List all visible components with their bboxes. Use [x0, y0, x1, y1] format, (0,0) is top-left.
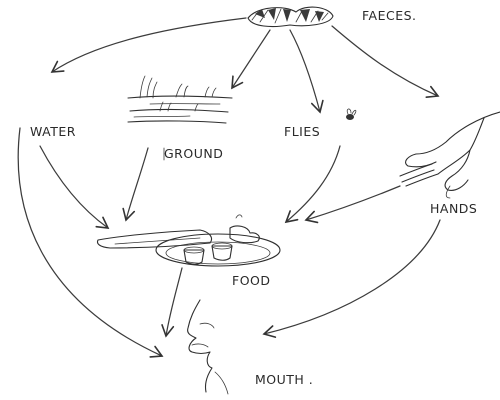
arrow-water-to-food: [39, 145, 110, 229]
faeces-label: FAECES.: [362, 8, 417, 23]
food-sketch: [96, 214, 281, 267]
hands-sketch: [399, 111, 500, 199]
water-label: WATER: [30, 124, 76, 139]
flies-label: FLIES: [284, 124, 320, 139]
fly-sketch: [346, 108, 357, 120]
arrow-water-to-mouth: [17, 127, 164, 358]
arrow-faeces-to-water: [50, 17, 247, 73]
hands-label: HANDS: [430, 201, 477, 216]
arrow-food-to-mouth: [161, 267, 183, 338]
arrow-faeces-to-flies: [289, 29, 324, 114]
ground-label: GROUND: [164, 146, 223, 161]
arrow-faeces-to-ground: [231, 29, 271, 90]
mouth-sketch: [187, 299, 229, 395]
arrow-ground-to-food: [122, 147, 149, 222]
arrow-hands-to-food: [304, 185, 401, 224]
arrow-flies-to-food: [284, 145, 341, 224]
arrow-hands-to-mouth: [262, 219, 441, 338]
ground-sketch: [127, 75, 233, 124]
faeces-sketch: [247, 6, 334, 28]
food-label: FOOD: [232, 273, 271, 288]
arrow-faeces-to-hands: [331, 25, 440, 98]
mouth-label: MOUTH .: [255, 372, 313, 387]
